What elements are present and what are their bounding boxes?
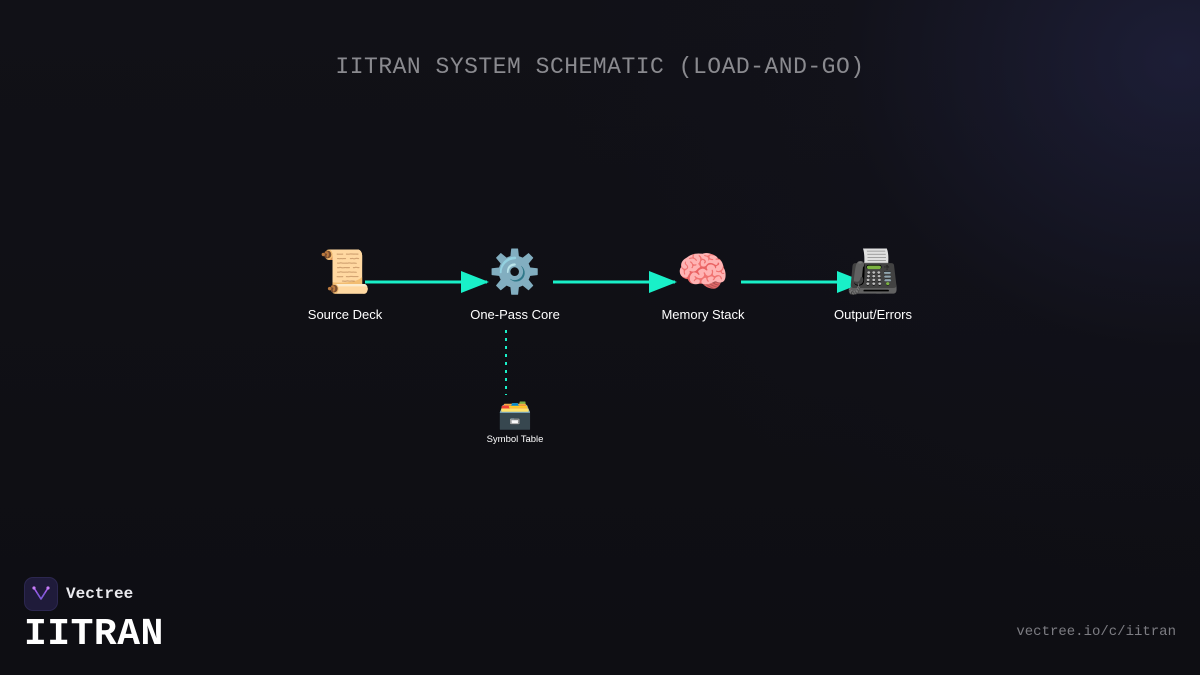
node-source-deck: 📜 Source Deck <box>265 247 425 322</box>
brand-name: Vectree <box>66 585 134 603</box>
page-url[interactable]: vectree.io/c/iitran <box>1016 624 1176 640</box>
node-label: Output/Errors <box>833 307 913 322</box>
fax-machine-icon: 📠 <box>846 248 900 295</box>
node-label: Symbol Table <box>486 434 544 445</box>
diagram-title: IITRAN SYSTEM SCHEMATIC (LOAD-AND-GO) <box>335 54 865 80</box>
product-title: IITRAN <box>24 613 164 656</box>
brain-icon: 🧠 <box>676 248 730 295</box>
card-file-box-icon: 🗃️ <box>497 399 533 430</box>
gear-icon: ⚙️ <box>488 248 542 295</box>
node-symbol-table: 🗃️ Symbol Table <box>455 398 575 445</box>
node-one-pass-core: ⚙️ One-Pass Core <box>435 247 595 322</box>
node-label: One-Pass Core <box>470 307 560 322</box>
node-label: Source Deck <box>307 307 383 322</box>
node-label: Memory Stack <box>661 307 745 322</box>
node-output-errors: 📠 Output/Errors <box>793 247 953 322</box>
brand-block: Vectree IITRAN <box>24 577 164 657</box>
vectree-logo-icon <box>24 577 58 611</box>
node-memory-stack: 🧠 Memory Stack <box>623 247 783 322</box>
scroll-icon: 📜 <box>318 248 372 295</box>
